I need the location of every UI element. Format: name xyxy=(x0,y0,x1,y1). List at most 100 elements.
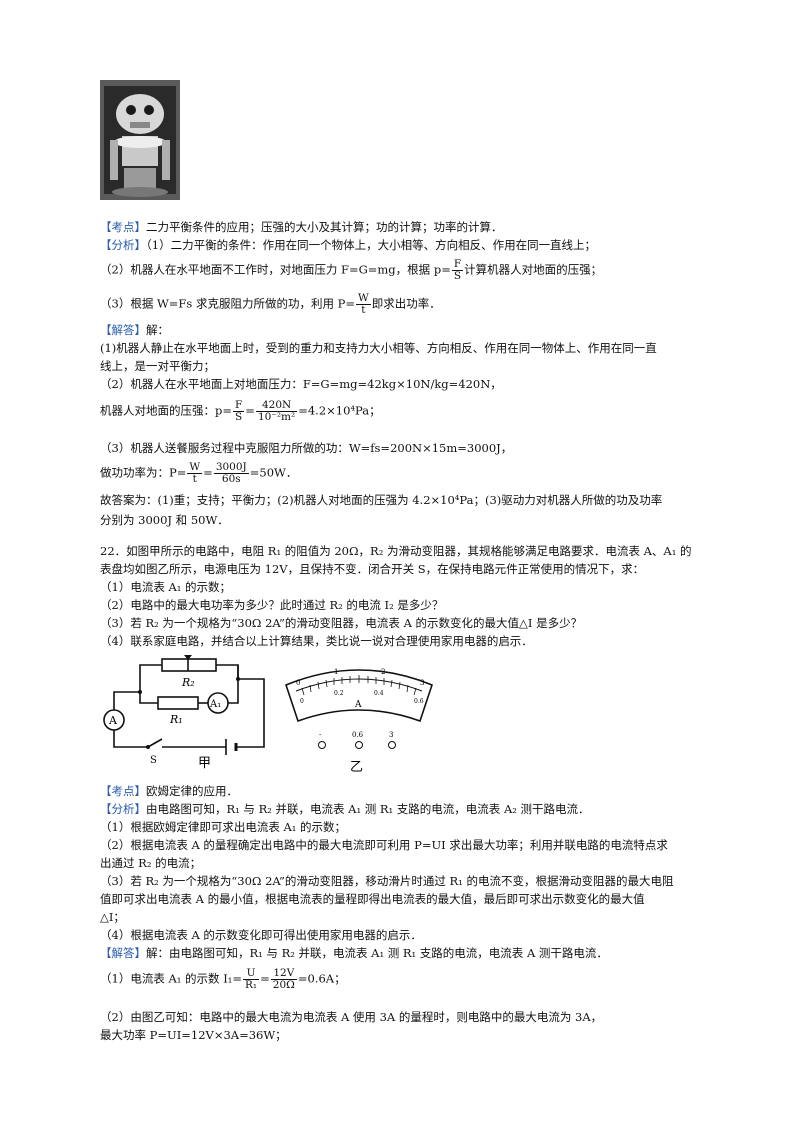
q22-solution-2: （2）由图乙可知：电路中的最大电流为电流表 A 使用 3A 的量程时，则电路中的… xyxy=(100,1010,603,1024)
solution-line-2: （2）机器人在水平地面上对地面压力：F=G=mg=42kg×10N/kg=420… xyxy=(100,377,502,391)
jieda-text: 解：由电路图可知，R₁ 与 R₂ 并联，电流表 A₁ 测 R₁ 支路的电流，电流… xyxy=(146,946,608,960)
fenxi-line-1: 【分析】（1）二力平衡的条件：作用在同一个物体上，大小相等、方向相反、作用在同一… xyxy=(100,237,596,253)
solution-text-5b: =50W． xyxy=(249,465,298,480)
numerator: F xyxy=(233,399,245,412)
q22-text-1: 22．如图甲所示的电路中，电阻 R₁ 的阻值为 20Ω，R₂ 为滑动变阻器，其规… xyxy=(100,544,692,558)
q22-fenxi-2b: 出通过 R₂ 的电流； xyxy=(100,856,202,870)
q22-fenxi-4: （4）根据电流表 A 的示数变化即可得出使用家用电器的启示． xyxy=(100,928,422,942)
scale-label-3: 3 xyxy=(420,679,424,687)
q22-question-2: （2）电路中的最大电功率为多少？此时通过 R₂ 的电流 I₂ 是多少？ xyxy=(100,598,444,612)
switch-label: S xyxy=(150,755,157,766)
jieda-line: 【解答】解： xyxy=(100,322,169,338)
numerator: 420N xyxy=(255,400,298,412)
equals-sign: = xyxy=(203,465,213,480)
meter-unit-label: A xyxy=(354,700,362,710)
kaodian-line: 【考点】二力平衡条件的应用；压强的大小及其计算；功的计算；功率的计算． xyxy=(100,219,503,235)
figure-yi-label: 乙 xyxy=(350,760,363,775)
denominator: t xyxy=(192,473,197,485)
slider-arrow xyxy=(184,655,192,660)
q22-fenxi-2a: （2）根据电流表 A 的量程确定出电路中的最大电流即可利用 P=UI 求出最大功… xyxy=(100,838,668,852)
q22-jieda-line: 【解答】解：由电路图可知，R₁ 与 R₂ 并联，电流表 A₁ 测 R₁ 支路的电… xyxy=(100,945,608,961)
solution-text-3b: =4.2×10⁴Pa； xyxy=(298,403,381,418)
kaodian-text: 欧姆定律的应用． xyxy=(146,784,238,798)
kaodian-tag: 【考点】 xyxy=(100,220,146,234)
answer-line-2: 分别为 3000J 和 50W． xyxy=(100,513,229,527)
numerator: F xyxy=(451,258,464,271)
q22-fenxi-1: （1）根据欧姆定律即可求出电流表 A₁ 的示数； xyxy=(100,820,347,834)
ammeter-a-label: A xyxy=(108,714,118,727)
q22-kaodian-line: 【考点】欧姆定律的应用． xyxy=(100,783,238,799)
solution-line-1a: (1)机器人静止在水平地面上时，受到的重力和支持力大小相等、方向相反、作用在同一… xyxy=(100,341,657,355)
denominator: 60s xyxy=(221,473,241,485)
fenxi-tag: 【分析】 xyxy=(100,238,146,252)
q22-fenxi-line: 【分析】由电路图可知，R₁ 与 R₂ 并联，电流表 A₁ 测 R₁ 支路的电流，… xyxy=(100,801,590,817)
fenxi-text-2a: （2）机器人在水平地面不工作时，对地面压力 F=G=mg，根据 p= xyxy=(100,262,451,277)
denominator: R₁ xyxy=(245,979,258,991)
kaodian-text: 二力平衡条件的应用；压强的大小及其计算；功的计算；功率的计算． xyxy=(146,220,503,234)
fenxi-text-3a: （3）根据 W=Fs 求克服阻力所做的功，利用 P= xyxy=(100,296,355,311)
robot-photo xyxy=(100,80,180,200)
fenxi-tag: 【分析】 xyxy=(100,802,146,816)
answer-line-1: 故答案为：(1)重；支持；平衡力；(2)机器人对地面的压强为 4.2×10⁴Pa… xyxy=(100,493,663,507)
jieda-tag: 【解答】 xyxy=(100,323,146,337)
jieda-text: 解： xyxy=(146,323,169,337)
kaodian-tag: 【考点】 xyxy=(100,784,146,798)
q22-question-1: （1）电流表 A₁ 的示数； xyxy=(100,580,232,594)
circuit-diagram: R₂ R₁ A A₁ S 甲 xyxy=(103,655,265,771)
solution-line-1b: 线上，是一对平衡力； xyxy=(100,359,215,373)
fenxi-text: 由电路图可知，R₁ 与 R₂ 并联，电流表 A₁ 测 R₁ 支路的电流，电流表 … xyxy=(146,802,590,816)
solution-line-4: （3）机器人送餐服务过程中克服阻力所做的功：W=fs=200N×15m=3000… xyxy=(100,441,513,455)
scale-label-0: 0 xyxy=(296,679,300,687)
r1-label: R₁ xyxy=(169,713,183,726)
q22-solution-3: 最大功率 P=UI=12V×3A=36W； xyxy=(100,1028,287,1042)
terminal-3-label: 3 xyxy=(389,731,393,739)
q22-text-2: 表盘均如图乙所示，电源电压为 12V，且保持不变．闭合开关 S，在保持电路元件正… xyxy=(100,562,645,576)
scale-label-2: 2 xyxy=(381,668,385,676)
ammeter-a1-label: A₁ xyxy=(209,699,221,710)
terminal-06-label: 0.6 xyxy=(352,731,364,739)
q22-fenxi-3b: 值即可求出电流表 A 的最小值，根据电流表的量程即得出电流表的最大值，最后即可求… xyxy=(100,892,645,906)
denominator: S xyxy=(453,270,462,282)
terminal-minus-label: - xyxy=(319,731,322,739)
q22-fenxi-3a: （3）若 R₂ 为一个规格为“30Ω 2A”的滑动变阻器，移动滑片时通过 R₁ … xyxy=(100,874,674,888)
numerator: W xyxy=(356,292,371,305)
scale-label-06-small: 0.6 xyxy=(414,698,424,705)
numerator: U xyxy=(243,968,260,980)
q22-fenxi-3c: △I； xyxy=(100,910,125,924)
numerator: 3000J xyxy=(213,461,249,474)
q22-question-4: （4）联系家庭电路，并结合以上计算结果，类比说一说对合理使用家用电器的启示． xyxy=(100,634,533,648)
scale-label-0-small: 0 xyxy=(300,698,304,705)
solution-text-3a: 机器人对地面的压强：p= xyxy=(100,403,232,418)
solution-text-1b: =0.6A； xyxy=(297,971,346,986)
q22-question-3: （3）若 R₂ 为一个规格为“30Ω 2A”的滑动变阻器，电流表 A 的示数变化… xyxy=(100,616,583,630)
fenxi-text-2b: 计算机器人对地面的压强； xyxy=(464,262,603,277)
scale-label-04: 0.4 xyxy=(374,690,384,697)
fenxi-text-1: （1）二力平衡的条件：作用在同一个物体上，大小相等、方向相反、作用在同一直线上； xyxy=(146,238,597,252)
fenxi-text-3b: 即求出功率． xyxy=(371,296,441,311)
r2-label: R₂ xyxy=(181,676,195,689)
jieda-tag: 【解答】 xyxy=(100,946,146,960)
denominator: t xyxy=(361,304,366,316)
numerator: 12V xyxy=(270,968,297,980)
denominator: 10⁻²m² xyxy=(257,411,296,423)
ammeter-dial-figure: 0 1 2 3 0 0.2 0.4 0.6 A - 0.6 3 乙 xyxy=(285,668,433,775)
denominator: S xyxy=(235,411,243,423)
figure-jia-label: 甲 xyxy=(198,756,211,771)
numerator: W xyxy=(187,461,203,474)
scale-label-02: 0.2 xyxy=(334,690,344,697)
equals-sign: = xyxy=(260,971,270,986)
solution-text-1a: （1）电流表 A₁ 的示数 I₁= xyxy=(100,971,242,986)
denominator: 20Ω xyxy=(272,979,295,991)
